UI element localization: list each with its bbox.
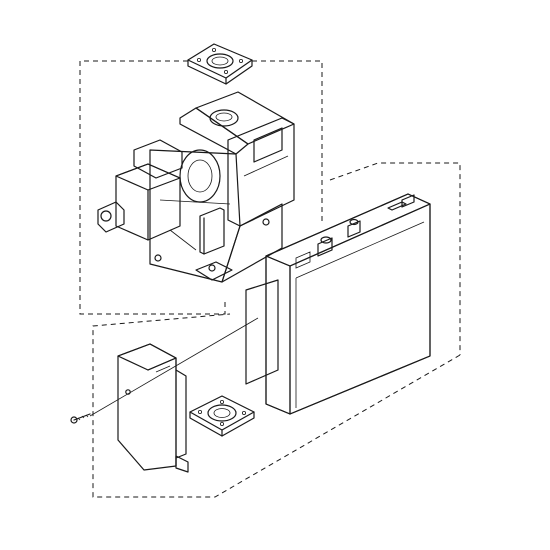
valve-group-outline: [79, 60, 226, 315]
module-group-outline: [329, 162, 461, 355]
bottom-gasket: [189, 395, 255, 437]
screw: [70, 413, 91, 424]
top-gasket: [187, 43, 253, 85]
gas-valve: [97, 91, 295, 283]
mounting-bracket: [117, 343, 189, 473]
control-module-casing: [245, 193, 431, 415]
